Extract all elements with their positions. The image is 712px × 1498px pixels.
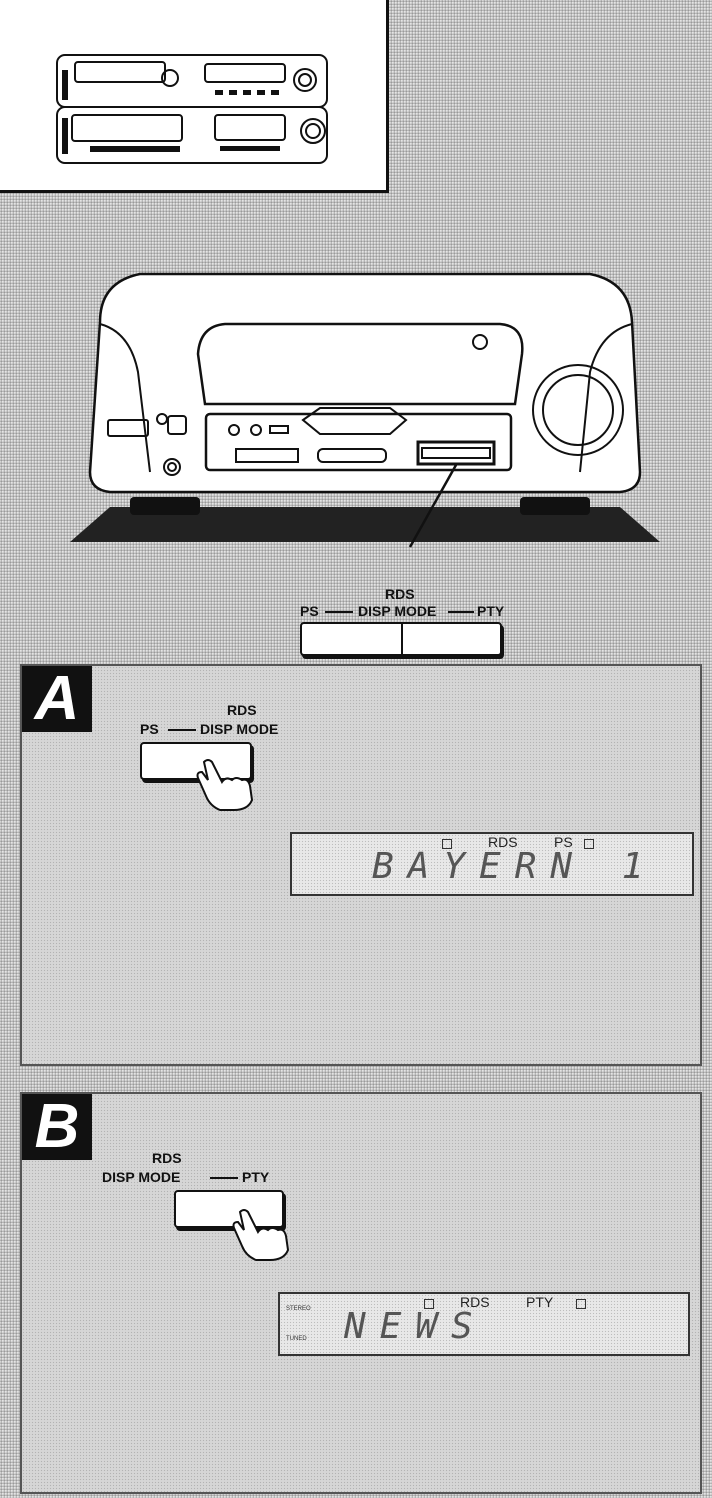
panel-b-dash	[210, 1177, 238, 1179]
display-stereo-indicator: STEREO	[286, 1306, 311, 1312]
pressing-finger-icon	[232, 1209, 290, 1261]
panel-b-pty-label: PTY	[242, 1169, 270, 1185]
top-disp-mode-label: DISP MODE	[358, 603, 437, 619]
panel-a-disp-mode-label: DISP MODE	[200, 721, 279, 737]
display-indicator-box	[576, 1299, 586, 1309]
panel-b-display: STEREO TUNED RDS PTY NEWS	[278, 1292, 690, 1356]
panel-a-dash	[168, 729, 196, 731]
display-pty-indicator: PTY	[526, 1294, 554, 1310]
top-dash-left	[325, 611, 353, 613]
display-indicator-box	[424, 1299, 434, 1309]
top-pty-label: PTY	[477, 603, 505, 619]
panel-a-rds-label: RDS	[227, 702, 257, 718]
stereo-system-illustration	[56, 54, 328, 164]
panel-a: A RDS PS DISP MODE RDS PS BAYERN 1	[20, 664, 702, 1066]
display-tuned-indicator: TUNED	[286, 1336, 307, 1342]
display-ps-indicator: PS	[554, 834, 573, 850]
system-inset	[0, 0, 389, 193]
display-indicator-box	[584, 839, 594, 849]
display-rds-indicator: RDS	[488, 834, 518, 850]
display-indicator-box	[442, 839, 452, 849]
panel-a-ps-label: PS	[140, 721, 159, 737]
display-rds-indicator: RDS	[460, 1294, 490, 1310]
display-text: NEWS	[344, 1306, 487, 1347]
top-dash-right	[448, 611, 474, 613]
display-text: BAYERN 1	[372, 846, 658, 887]
panel-b-rds-label: RDS	[152, 1150, 182, 1166]
rds-button-pair[interactable]	[300, 622, 502, 656]
panel-a-ps-button[interactable]	[140, 742, 252, 780]
panel-a-display: RDS PS BAYERN 1	[290, 832, 694, 896]
panel-a-letter: A	[22, 666, 92, 732]
tuner-unit-illustration	[70, 272, 660, 548]
button-divider	[401, 624, 403, 654]
panel-b-pty-button[interactable]	[174, 1190, 284, 1228]
pressing-finger-icon	[196, 759, 254, 811]
panel-b-letter: B	[22, 1094, 92, 1160]
panel-b-disp-mode-label: DISP MODE	[102, 1169, 181, 1185]
top-ps-label: PS	[300, 603, 319, 619]
top-rds-label: RDS	[385, 586, 415, 602]
panel-b: B RDS DISP MODE PTY STEREO TUNED RDS PTY…	[20, 1092, 702, 1494]
